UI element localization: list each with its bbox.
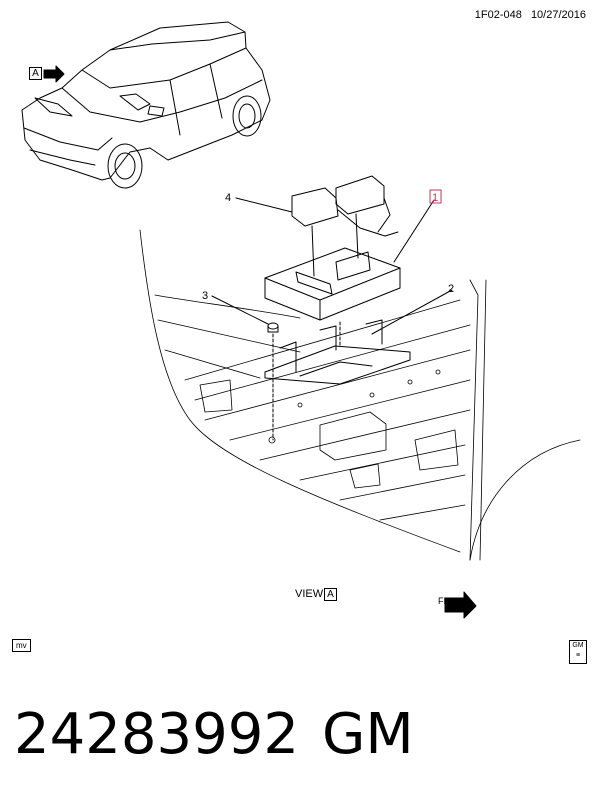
- diagram-code: 1F02-048: [474, 9, 522, 21]
- vehicle-illustration: [21, 21, 271, 189]
- gm-logo-text: GM: [572, 642, 584, 649]
- diagram-date: 10/27/2016: [530, 9, 586, 21]
- gm-logo: GM ≡: [569, 640, 587, 664]
- leader-1: [393, 199, 435, 263]
- mv-badge: mv: [12, 639, 31, 652]
- leader-2: [371, 289, 453, 335]
- module-assembly: [264, 247, 401, 321]
- connector-harness: [291, 175, 399, 277]
- front-label: FRT: [438, 596, 456, 606]
- brand-name: GM: [322, 702, 414, 767]
- callout-1-box: [429, 189, 442, 204]
- callout-3: 3: [202, 290, 208, 302]
- front-arrow-icon: [444, 591, 477, 619]
- callout-4: 4: [225, 192, 231, 204]
- callout-1: 1: [432, 192, 438, 204]
- part-number: 24283992: [14, 702, 300, 767]
- view-callout: A: [29, 67, 42, 80]
- fastener: [267, 322, 279, 441]
- view-text: VIEW: [295, 588, 324, 600]
- gm-logo-bars: ≡: [575, 652, 581, 659]
- view-letter: A: [324, 588, 337, 601]
- view-arrow-icon: [43, 65, 65, 83]
- callout-2: 2: [448, 283, 454, 295]
- diagram-header: 1F02-048 10/27/2016: [475, 9, 586, 21]
- mounting-bracket: [264, 319, 411, 385]
- leader-4: [235, 197, 293, 213]
- floor-panel: [139, 229, 581, 561]
- leader-3: [211, 295, 269, 325]
